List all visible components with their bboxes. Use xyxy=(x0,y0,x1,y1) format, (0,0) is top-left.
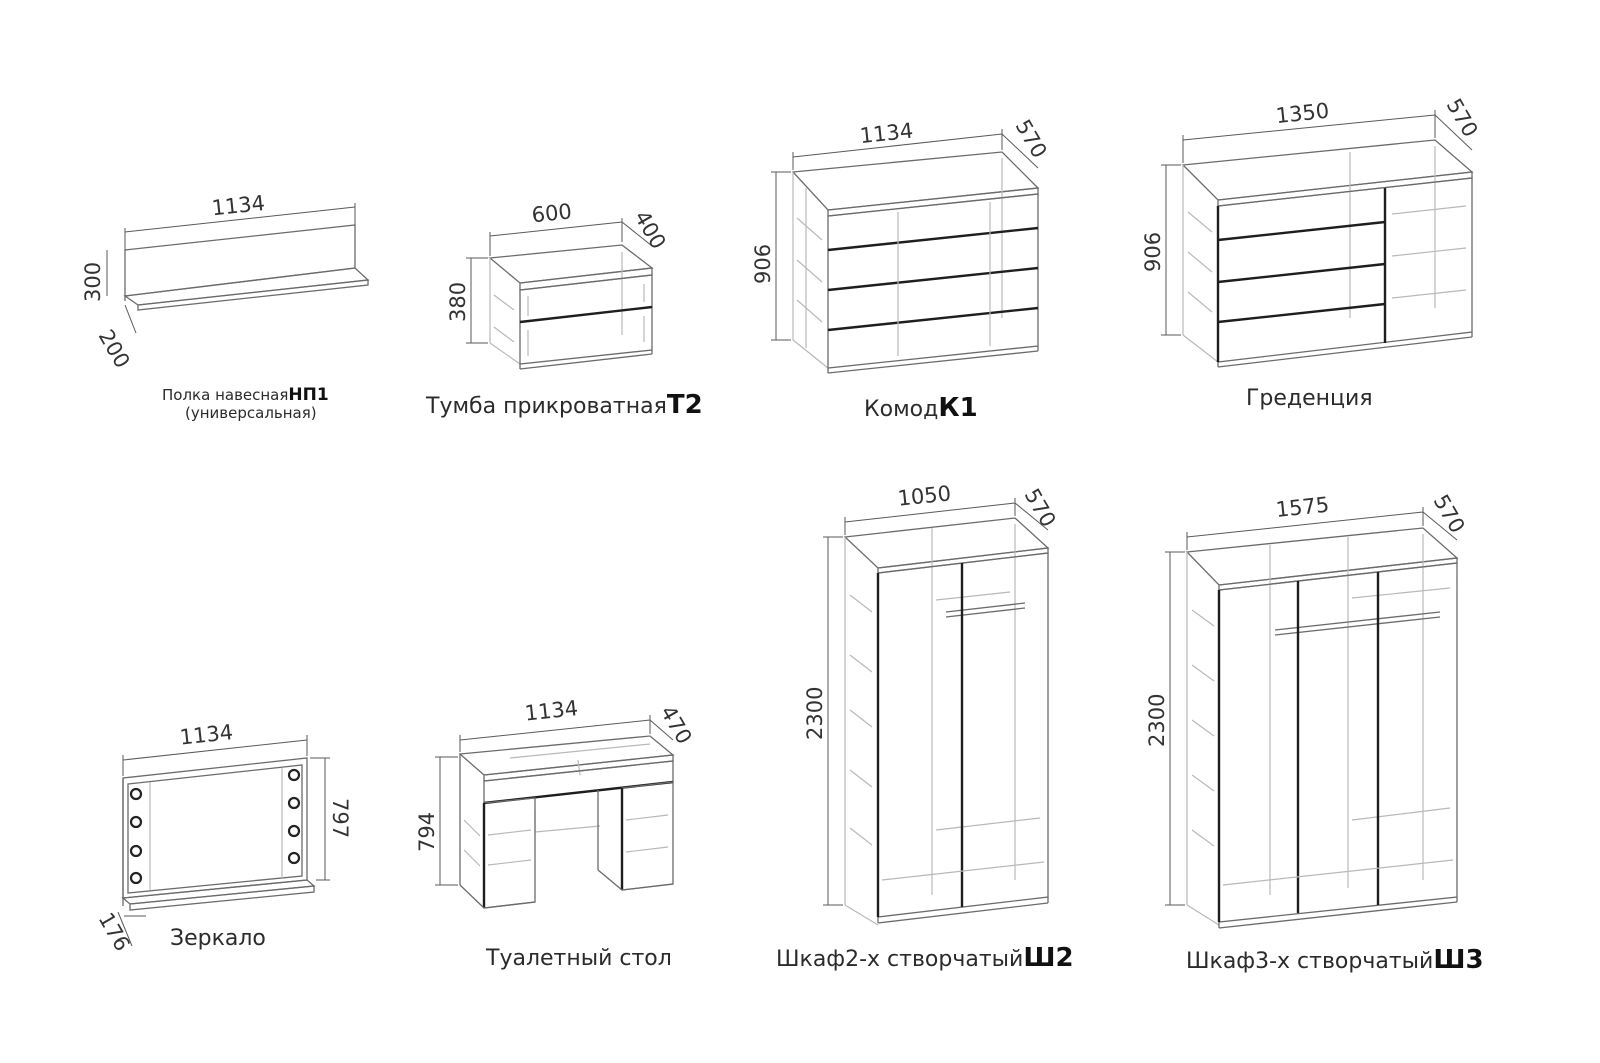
sh3-caption-text: Шкаф3-х створчатый xyxy=(1186,949,1433,974)
t2-code: Т2 xyxy=(667,390,703,420)
item-sh3: 1575 570 2300 Шкаф3-х створчатыйШ3 xyxy=(1145,491,1484,976)
sh2-drawing xyxy=(843,517,1050,926)
t2-drawing xyxy=(488,244,654,370)
k1-width-label: 1134 xyxy=(859,119,915,148)
item-k1: 1134 570 906 КомодК1 xyxy=(751,116,1052,424)
sh3-depth-label: 570 xyxy=(1429,491,1470,538)
bulb-icon xyxy=(129,815,143,829)
np1-width-label: 1134 xyxy=(210,191,266,220)
bulb-icon xyxy=(129,871,143,885)
sh3-dimensions: 1575 570 2300 xyxy=(1145,491,1470,906)
np1-note: (универсальная) xyxy=(185,404,317,422)
mirror-caption: Зеркало xyxy=(170,926,266,951)
sh2-code: Ш2 xyxy=(1023,943,1073,973)
sh2-depth-label: 570 xyxy=(1020,485,1061,532)
gred-drawing xyxy=(1181,139,1474,368)
mirror-dimensions: 1134 797 176 xyxy=(94,720,352,955)
k1-dimensions: 1134 570 906 xyxy=(751,116,1052,341)
item-t2: 600 400 380 Тумба прикроватнаяТ2 xyxy=(425,199,703,420)
k1-code: К1 xyxy=(938,393,977,423)
k1-caption: КомодК1 xyxy=(864,393,978,423)
table-width-label: 1134 xyxy=(524,696,580,725)
k1-depth-label: 570 xyxy=(1011,116,1052,163)
mirror-drawing xyxy=(121,757,316,911)
sh2-caption: Шкаф2-х створчатыйШ2 xyxy=(776,943,1074,973)
np1-caption-text: Полка навесная xyxy=(162,386,288,404)
gred-height-label: 906 xyxy=(1141,232,1165,272)
sh3-drawing xyxy=(1185,527,1459,929)
sh3-height-label: 2300 xyxy=(1145,694,1169,747)
sh3-width-label: 1575 xyxy=(1275,493,1331,522)
gred-width-label: 1350 xyxy=(1275,99,1331,128)
mirror-height-label: 797 xyxy=(328,798,352,838)
mirror-width-label: 1134 xyxy=(179,720,235,749)
item-np1: 1134 300 200 Полка навеснаяНП1 (универса… xyxy=(81,191,370,422)
np1-drawing xyxy=(123,224,370,311)
sh3-code: Ш3 xyxy=(1433,945,1483,975)
sh2-height-label: 2300 xyxy=(803,687,827,740)
np1-dimensions: 1134 300 200 xyxy=(81,191,356,373)
gred-caption: Греденция xyxy=(1246,386,1373,411)
gred-depth-label: 570 xyxy=(1442,95,1483,142)
np1-caption: Полка навеснаяНП1 xyxy=(162,385,329,405)
t2-height-label: 380 xyxy=(446,282,470,322)
table-dimensions: 1134 470 794 xyxy=(415,696,697,886)
bulb-icon xyxy=(287,796,301,810)
t2-depth-label: 400 xyxy=(630,207,671,254)
np1-height-label: 300 xyxy=(81,262,105,302)
bulb-icon xyxy=(287,851,301,865)
sh3-caption: Шкаф3-х створчатыйШ3 xyxy=(1186,945,1484,975)
table-height-label: 794 xyxy=(415,812,439,852)
item-sh2: 1050 570 2300 Шкаф2-х створчатыйШ2 xyxy=(776,481,1074,973)
bulb-icon xyxy=(287,824,301,838)
item-table: 1134 470 794 Туалетный стол xyxy=(415,696,697,971)
k1-drawing xyxy=(791,151,1040,374)
item-gred: 1350 570 906 Греденция xyxy=(1141,95,1483,412)
table-drawing xyxy=(458,735,675,909)
t2-width-label: 600 xyxy=(531,199,573,227)
table-caption: Туалетный стол xyxy=(485,946,672,971)
item-mirror: 1134 797 176 Зеркало xyxy=(94,720,352,955)
sh2-width-label: 1050 xyxy=(896,481,952,510)
t2-caption: Тумба прикроватнаяТ2 xyxy=(425,390,703,420)
t2-caption-text: Тумба прикроватная xyxy=(425,394,667,419)
bulb-icon xyxy=(287,768,301,782)
bulb-icon xyxy=(129,844,143,858)
k1-caption-text: Комод xyxy=(864,397,938,422)
sh2-caption-text: Шкаф2-х створчатый xyxy=(776,947,1023,972)
np1-depth-label: 200 xyxy=(94,326,135,373)
bulb-icon xyxy=(129,787,143,801)
mirror-bulbs xyxy=(129,768,301,885)
table-depth-label: 470 xyxy=(656,702,697,749)
np1-code: НП1 xyxy=(288,385,328,405)
t2-dimensions: 600 400 380 xyxy=(446,199,671,344)
k1-height-label: 906 xyxy=(751,244,775,284)
